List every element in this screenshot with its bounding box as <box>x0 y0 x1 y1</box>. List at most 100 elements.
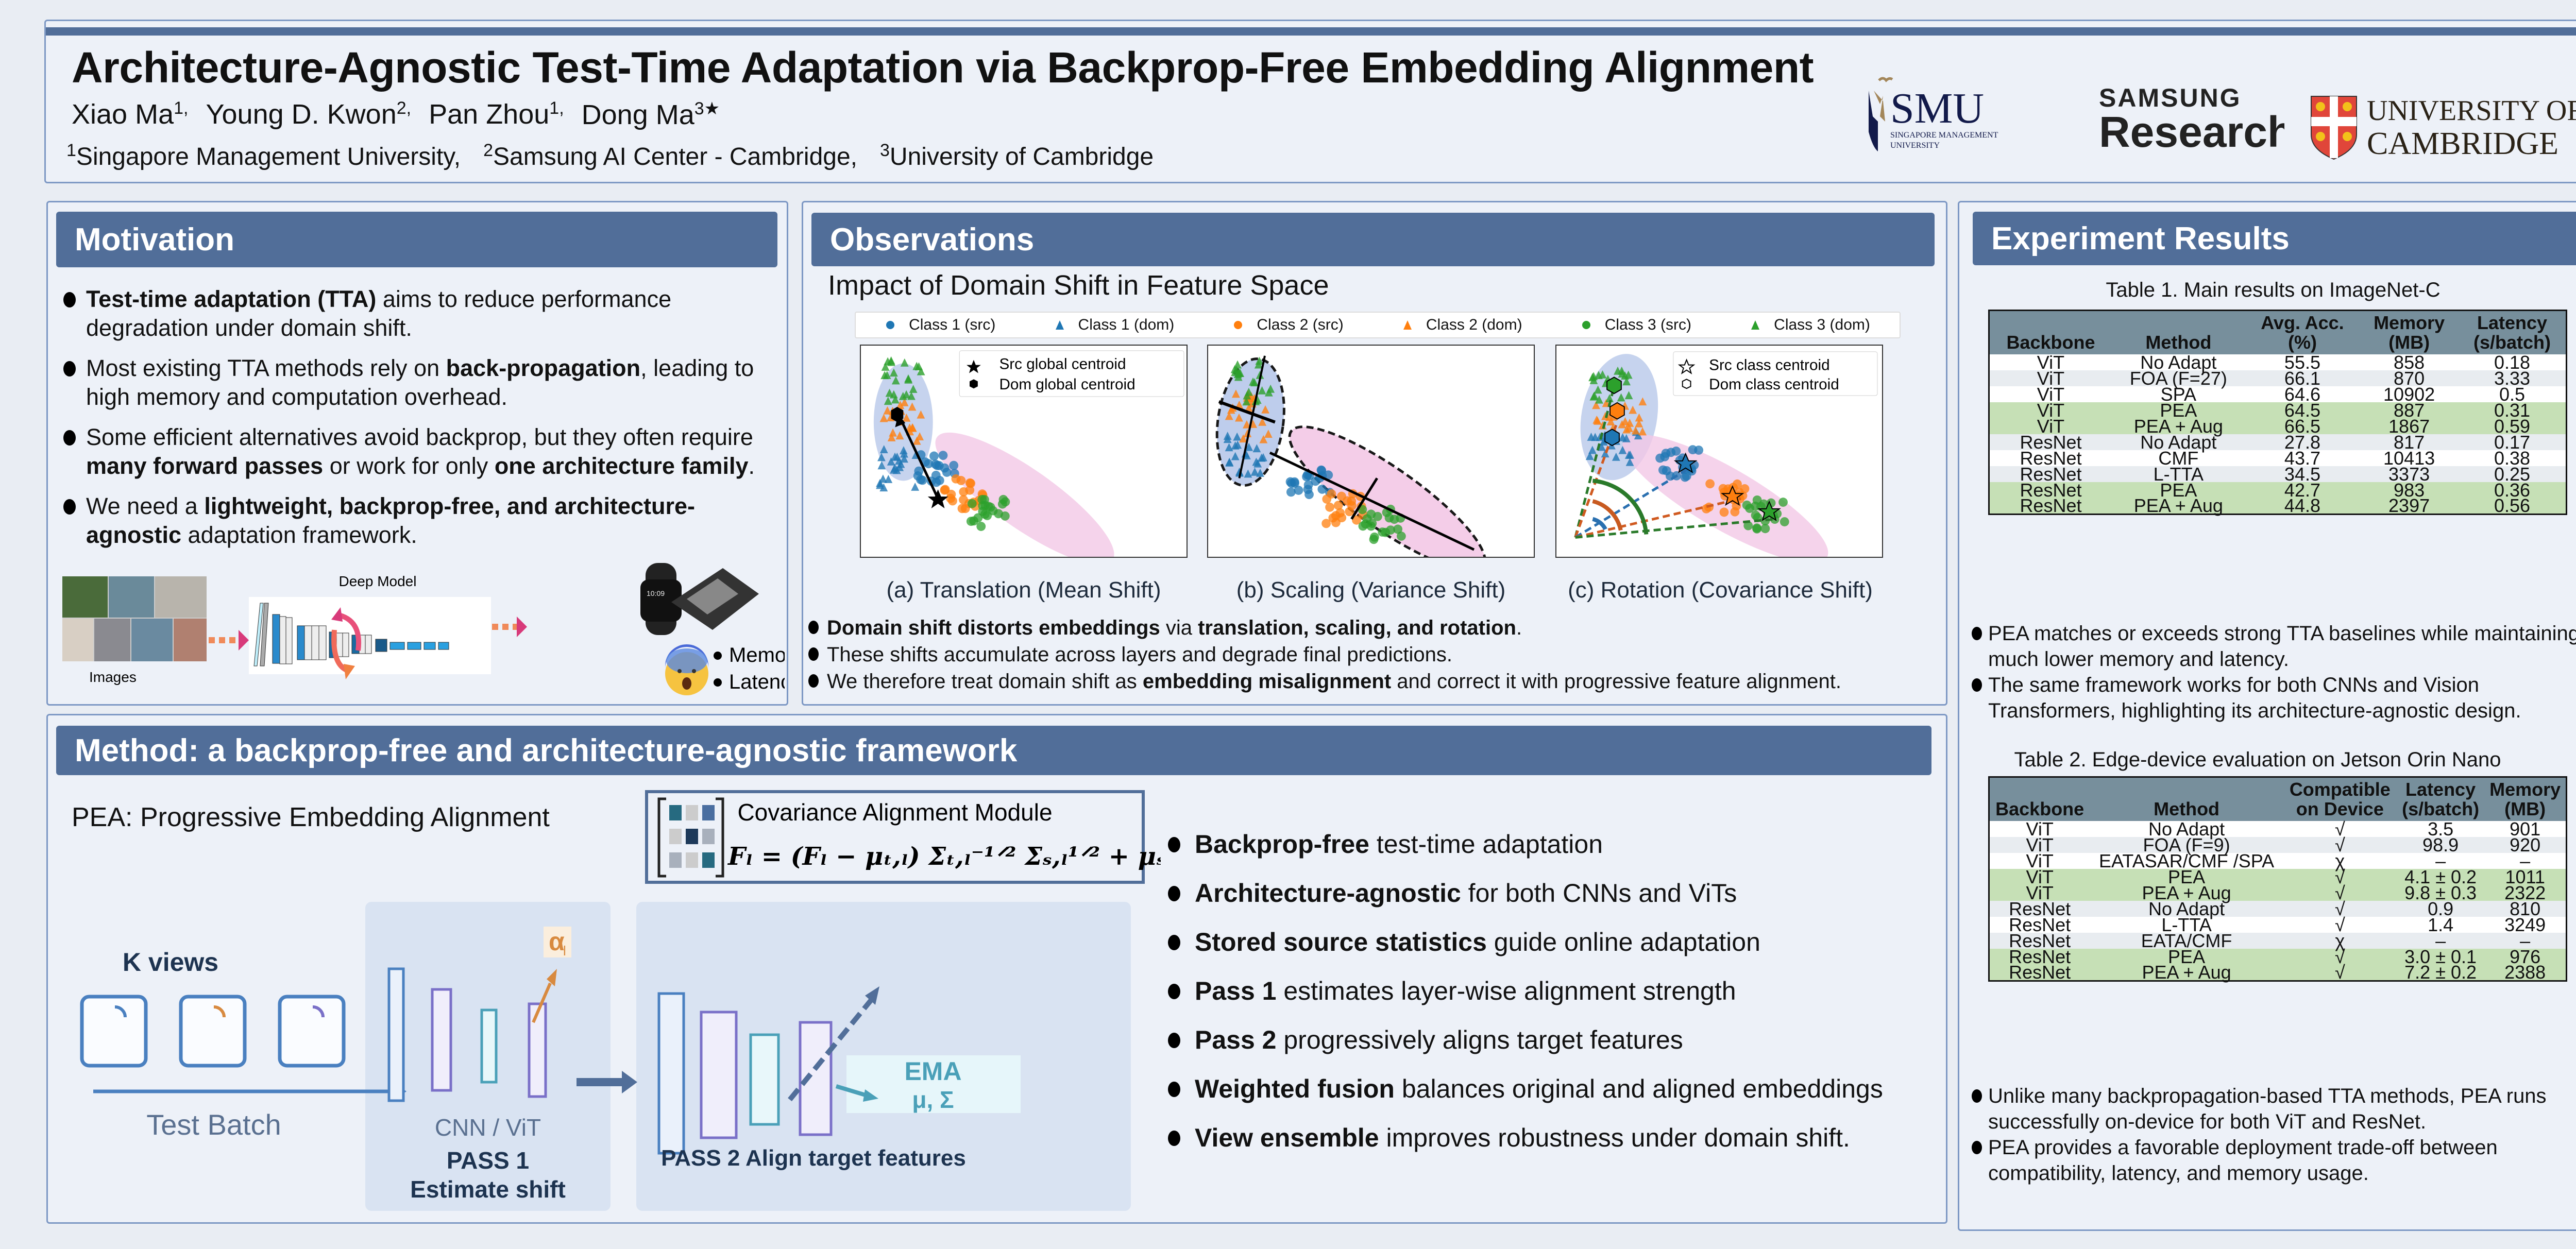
bullet-emphasis: Test-time adaptation (TTA) <box>86 286 377 312</box>
dom-point-class2 <box>917 410 925 419</box>
dom-point-class2 <box>1258 417 1267 426</box>
dom-point-class1 <box>1245 442 1253 451</box>
table-cell: ResNet <box>1989 899 2090 918</box>
author-name: Young D. Kwon <box>206 99 397 130</box>
src-centroid-class2 <box>1720 485 1744 506</box>
dom-point-class2 <box>916 432 924 441</box>
dom-point-class3 <box>884 397 892 405</box>
table-cell: 55.5 <box>2245 353 2360 371</box>
table-cell: 0.38 <box>2458 449 2567 467</box>
table-cell: SPA <box>2111 385 2245 403</box>
pass1-layer-1 <box>387 967 405 1102</box>
dom-point-class3 <box>1624 391 1633 400</box>
column-header: Backbone <box>1989 777 2090 821</box>
src-point-class1 <box>938 451 948 460</box>
dom-point-class1 <box>879 483 888 492</box>
dom-global-centroid <box>891 406 904 422</box>
src-point-class2 <box>1352 515 1361 525</box>
src-centroid-class1 <box>1673 452 1698 473</box>
src-point-class1 <box>1317 484 1327 494</box>
legend-dom-global: Dom global centroid <box>999 376 1135 393</box>
dom-point-class1 <box>900 454 908 463</box>
table-cell: √ <box>2283 899 2397 918</box>
dom-point-class1 <box>1588 446 1597 454</box>
table-cell: 870 <box>2360 369 2459 387</box>
pass1-layer-2 <box>431 988 452 1092</box>
table-cell: 0.59 <box>2458 417 2567 435</box>
src-point-class2 <box>1331 511 1341 521</box>
cam-title: Covariance Alignment Module <box>737 799 1052 826</box>
src-point-class1 <box>1324 470 1333 480</box>
dom-point-class2 <box>1606 417 1615 425</box>
dom-point-class2 <box>883 406 892 415</box>
src-point-class3 <box>1778 498 1788 507</box>
ema-box <box>846 1055 1021 1113</box>
src-point-class3 <box>1759 499 1769 509</box>
dom-point-class3 <box>883 370 891 379</box>
src-point-class3 <box>978 501 988 510</box>
dom-point-class3 <box>881 363 890 371</box>
table-cell: – <box>2396 851 2485 870</box>
bullet-text: These shifts accumulate across layers an… <box>827 643 1452 666</box>
src-point-class3 <box>1358 521 1368 531</box>
table-cell: √ <box>2283 819 2397 838</box>
bullet-item: Most existing TTA methods rely on back-p… <box>60 354 782 412</box>
dom-point-class2 <box>1638 397 1647 406</box>
src-point-class3 <box>1760 524 1770 534</box>
bullet-emphasis: translation, scaling, and rotation <box>1198 617 1516 639</box>
table-cell: L-TTA <box>2111 465 2245 483</box>
smu-logo: SMU SINGAPORE MANAGEMENT UNIVERSITY <box>1869 77 1998 151</box>
src-point-class1 <box>1688 445 1698 455</box>
bullet-text: adaptation framework. <box>181 522 417 548</box>
poster-header: Architecture-Agnostic Test-Time Adaptati… <box>44 20 2576 183</box>
author-list: Xiao Ma1,Young D. Kwon2,Pan Zhou1,Dong M… <box>72 98 720 131</box>
author: Young D. Kwon2, <box>206 98 411 131</box>
table-cell: 9.8 ± 0.3 <box>2396 883 2485 902</box>
author: Dong Ma3★ <box>582 98 720 131</box>
dom-point-class1 <box>1626 450 1635 459</box>
table-cell: ViT <box>1989 867 2090 886</box>
table-cell: ViT <box>1989 883 2090 902</box>
column-header: Backbone <box>1989 310 2112 354</box>
author-affiliation-mark: 1, <box>549 98 564 118</box>
dom-point-class1 <box>1625 457 1634 466</box>
table-cell: 887 <box>2360 401 2459 419</box>
dom-point-class1 <box>877 461 886 470</box>
dom-point-class2 <box>1232 389 1240 398</box>
bullet-item: PEA matches or exceeds strong TTA baseli… <box>1970 621 2576 672</box>
src-global-centroid <box>927 489 948 508</box>
table-cell: 1.4 <box>2396 915 2485 934</box>
dom-point-class1 <box>890 465 898 474</box>
bullet-text: for both CNNs and ViTs <box>1461 879 1737 908</box>
affiliation-number: 2 <box>483 141 493 160</box>
src-point-class1 <box>1286 478 1296 488</box>
table-cell: 10413 <box>2360 449 2459 467</box>
table-cell: √ <box>2283 867 2397 886</box>
dom-point-class3 <box>1617 393 1625 402</box>
src-point-class3 <box>1373 511 1382 521</box>
bullet-emphasis: Pass 2 <box>1195 1025 1277 1054</box>
bullet-item: View ensemble improves robustness under … <box>1164 1122 1947 1153</box>
dom-point-class3 <box>1234 372 1243 381</box>
caption-scaling: (b) Scaling (Variance Shift) <box>1236 577 1506 603</box>
smu-subtitle-1: SINGAPORE MANAGEMENT <box>1890 131 1998 140</box>
translation-plot: Src global centroid Dom global centroid <box>860 345 1188 558</box>
dom-point-class3 <box>891 376 900 385</box>
table-cell: 901 <box>2484 819 2567 838</box>
bullet-emphasis: many forward passes <box>86 453 324 479</box>
src-point-class2 <box>1719 507 1729 517</box>
column-header: Compatible on Device <box>2283 777 2397 821</box>
dom-point-class1 <box>899 446 908 455</box>
table-cell: √ <box>2283 947 2397 966</box>
table-cell: ResNet <box>1989 963 2090 981</box>
table-cell: 2322 <box>2484 883 2567 902</box>
dom-point-class1 <box>1244 469 1252 478</box>
table1-caption: Table 1. Main results on ImageNet-C <box>2106 279 2441 301</box>
dom-point-class1 <box>1597 442 1606 451</box>
src-point-class2 <box>951 474 961 484</box>
